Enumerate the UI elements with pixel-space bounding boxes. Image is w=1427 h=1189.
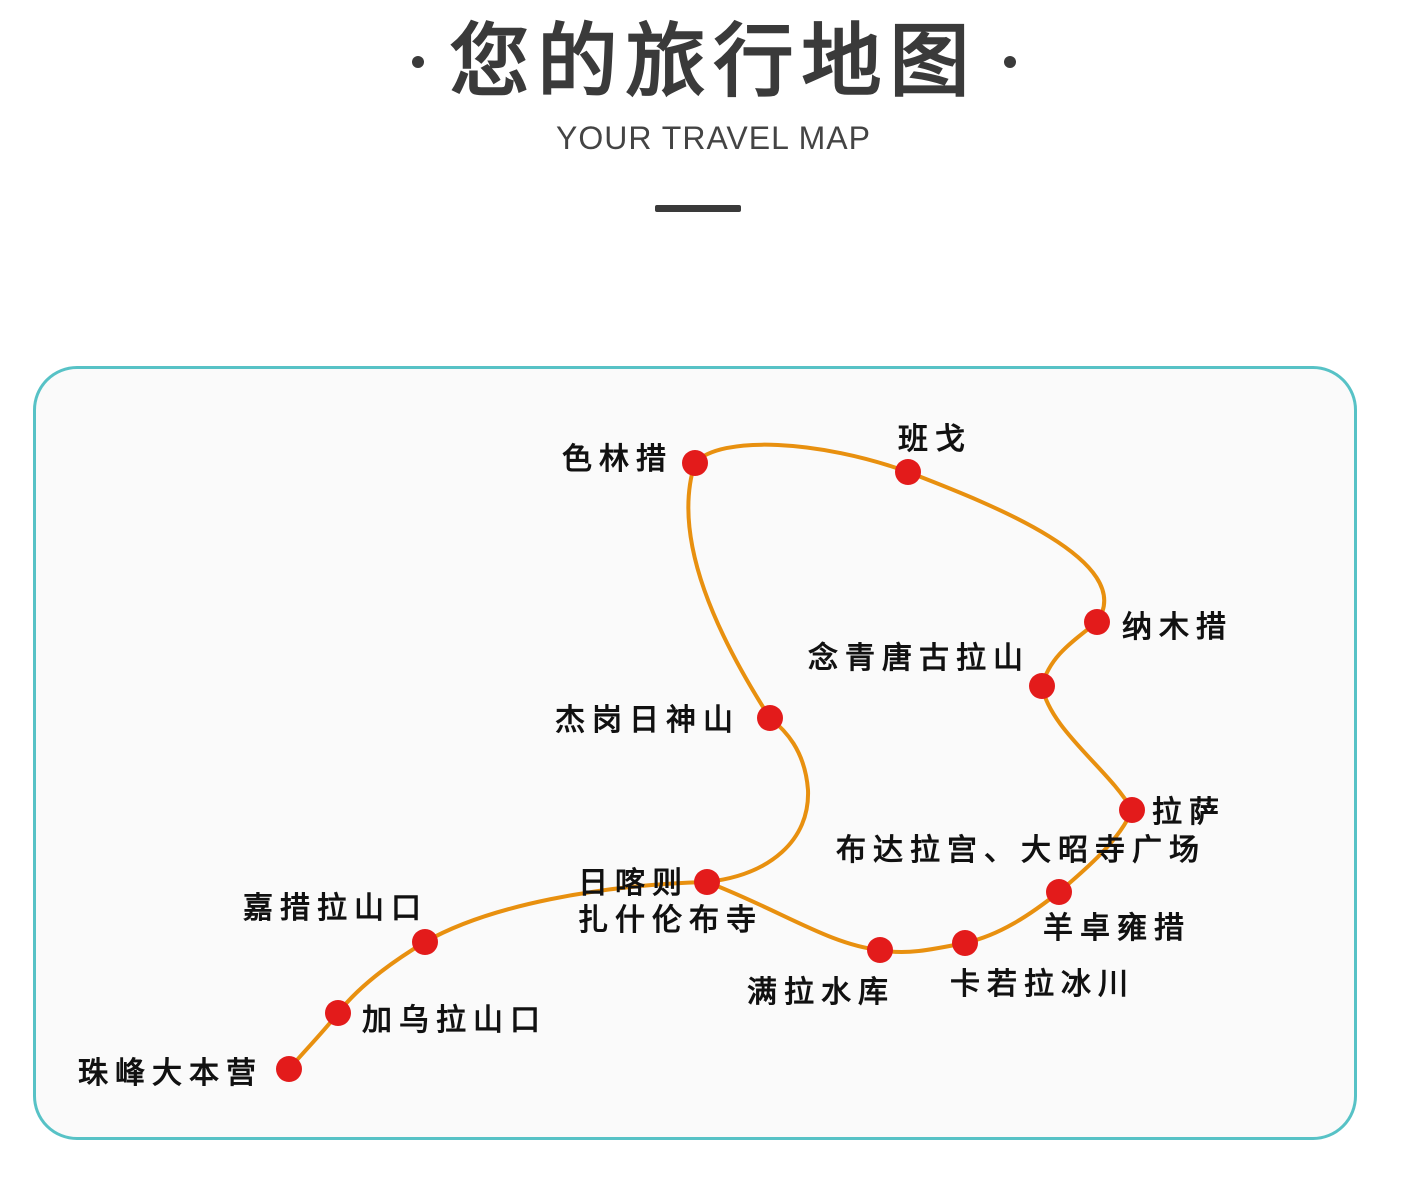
title-row: 您的旅行地图 xyxy=(0,14,1427,110)
stop-label: 羊卓雍措 xyxy=(1043,911,1191,946)
map-stop-everest-base-camp[interactable]: 珠峰大本营 xyxy=(78,1056,302,1091)
map-stop-nyenchen-tanglha[interactable]: 念青唐古拉山 xyxy=(808,641,1055,699)
map-pin-icon[interactable] xyxy=(757,705,783,731)
map-pin-icon[interactable] xyxy=(867,937,893,963)
stop-label: 杰岗日神山 xyxy=(555,703,740,738)
stop-label: 班戈 xyxy=(898,422,972,457)
map-stop-jiegang-mountain[interactable]: 杰岗日神山 xyxy=(555,703,783,738)
header-divider xyxy=(655,205,741,212)
stop-label: 念青唐古拉山 xyxy=(808,641,1030,676)
map-pin-icon[interactable] xyxy=(895,459,921,485)
stop-label: 卡若拉冰川 xyxy=(950,967,1135,1002)
stop-label: 纳木措 xyxy=(1122,610,1233,645)
map-stop-manla-reservoir[interactable]: 满拉水库 xyxy=(747,937,895,1010)
map-stop-namtso[interactable]: 纳木措 xyxy=(1084,609,1233,645)
stop-label: 拉萨 xyxy=(1152,795,1226,830)
map-pin-icon[interactable] xyxy=(682,450,708,476)
map-pin-icon[interactable] xyxy=(325,1000,351,1026)
map-stop-siling-co[interactable]: 色林措 xyxy=(562,442,708,477)
header: 您的旅行地图 YOUR TRAVEL MAP xyxy=(0,0,1427,240)
stop-sublabel: 扎什伦布寺 xyxy=(578,903,763,938)
stop-label: 满拉水库 xyxy=(747,975,895,1010)
map-stop-yamdrok-lake[interactable]: 羊卓雍措 xyxy=(1043,879,1191,946)
map-stop-bange[interactable]: 班戈 xyxy=(895,422,972,485)
map-pin-icon[interactable] xyxy=(952,930,978,956)
map-card xyxy=(33,366,1357,1140)
map-stop-karola-glacier[interactable]: 卡若拉冰川 xyxy=(950,930,1135,1002)
stop-label: 加乌拉山口 xyxy=(362,1003,547,1038)
map-pin-icon[interactable] xyxy=(276,1056,302,1082)
stop-label: 色林措 xyxy=(562,442,673,477)
stop-label: 日喀则 xyxy=(578,866,689,901)
map-pin-icon[interactable] xyxy=(1046,879,1072,905)
map-pin-icon[interactable] xyxy=(694,869,720,895)
map-pin-icon[interactable] xyxy=(1084,609,1110,635)
title-dot-right xyxy=(1003,56,1016,68)
stop-label: 嘉措拉山口 xyxy=(243,891,428,926)
stop-sublabel: 布达拉宫、大昭寺广场 xyxy=(836,833,1206,868)
route-line xyxy=(287,442,1134,1071)
page-title: 您的旅行地图 xyxy=(449,15,978,108)
title-dot-left xyxy=(411,56,424,68)
map-pin-icon[interactable] xyxy=(1119,797,1145,823)
stop-label: 珠峰大本营 xyxy=(78,1056,263,1091)
map-pin-icon[interactable] xyxy=(412,929,438,955)
map-pin-icon[interactable] xyxy=(1029,673,1055,699)
map-stop-gyatso-la-pass[interactable]: 嘉措拉山口 xyxy=(243,891,438,955)
page-subtitle: YOUR TRAVEL MAP xyxy=(556,120,871,156)
map-stop-gawu-la-pass[interactable]: 加乌拉山口 xyxy=(325,1000,547,1038)
